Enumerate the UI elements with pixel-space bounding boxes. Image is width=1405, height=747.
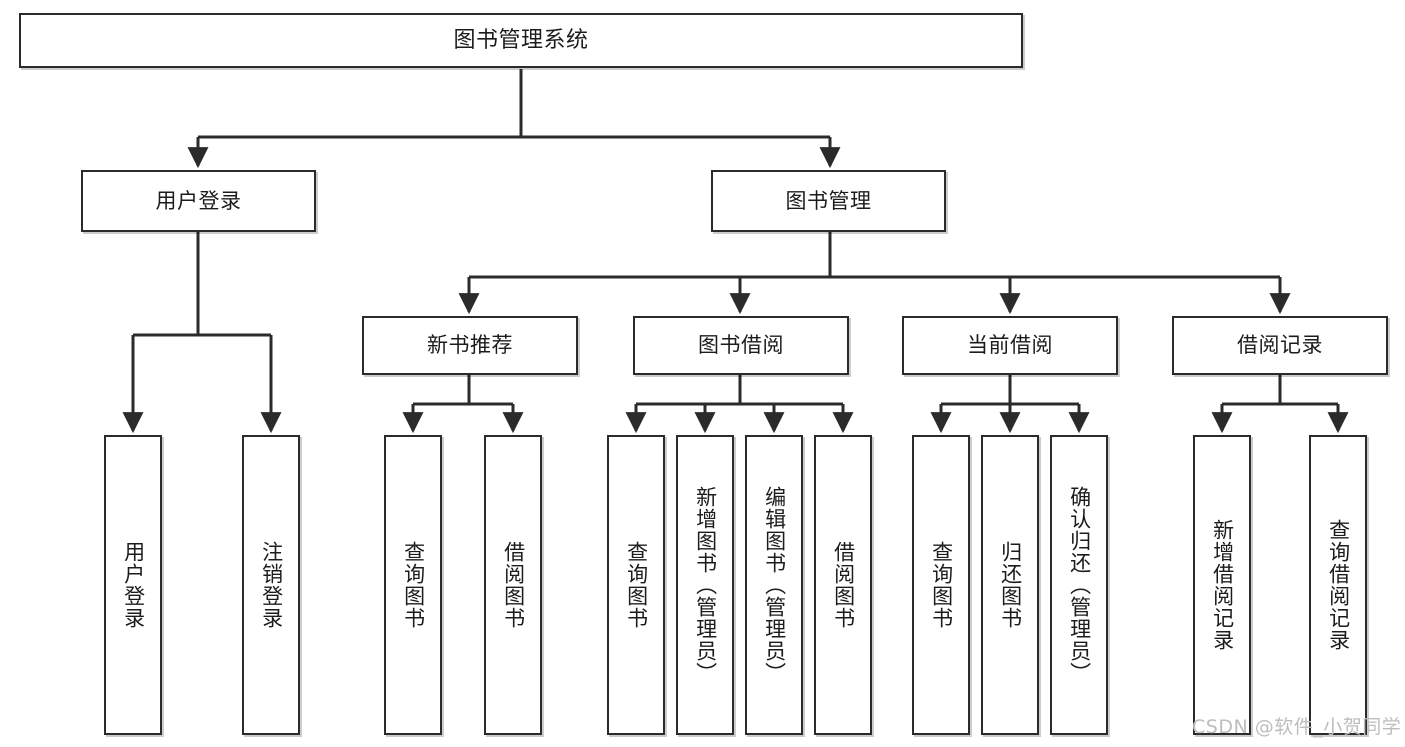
node-label: 图书管理 xyxy=(785,188,872,213)
node-leaf-edit-book[interactable]: 编辑图书（管理员） xyxy=(745,435,803,735)
node-new-book-recommend[interactable]: 新书推荐 xyxy=(362,316,578,375)
node-label: 归还图书 xyxy=(998,541,1023,629)
node-label: 编辑图书（管理员） xyxy=(762,486,787,684)
node-label: 当前借阅 xyxy=(967,333,1053,358)
node-label: 借阅记录 xyxy=(1237,333,1323,358)
node-leaf-user-logout[interactable]: 注销登录 xyxy=(242,435,300,735)
node-leaf-user-login[interactable]: 用户登录 xyxy=(104,435,162,735)
node-label: 新书推荐 xyxy=(427,333,513,358)
node-label: 图书管理系统 xyxy=(453,27,589,53)
node-label: 注销登录 xyxy=(259,541,284,629)
node-label: 新增借阅记录 xyxy=(1210,519,1235,651)
node-leaf-query-book-2[interactable]: 查询图书 xyxy=(607,435,665,735)
node-label: 查询图书 xyxy=(929,541,954,629)
node-leaf-add-book[interactable]: 新增图书（管理员） xyxy=(676,435,734,735)
node-label: 新增图书（管理员） xyxy=(693,486,718,684)
node-label: 借阅图书 xyxy=(831,541,856,629)
csdn-watermark: CSDN @软件_小贺同学 xyxy=(1192,716,1402,738)
node-book-manage[interactable]: 图书管理 xyxy=(711,170,946,232)
node-root-system[interactable]: 图书管理系统 xyxy=(19,13,1023,68)
node-label: 查询图书 xyxy=(401,541,426,629)
node-label: 用户登录 xyxy=(121,541,146,629)
node-leaf-add-record[interactable]: 新增借阅记录 xyxy=(1193,435,1251,735)
node-leaf-query-book-3[interactable]: 查询图书 xyxy=(912,435,970,735)
node-leaf-borrow-book-1[interactable]: 借阅图书 xyxy=(484,435,542,735)
node-label: 确认归还（管理员） xyxy=(1067,486,1092,684)
node-label: 用户登录 xyxy=(155,188,242,213)
node-label: 查询借阅记录 xyxy=(1326,519,1351,651)
node-borrow-record[interactable]: 借阅记录 xyxy=(1172,316,1388,375)
node-leaf-query-record[interactable]: 查询借阅记录 xyxy=(1309,435,1367,735)
node-leaf-return-book[interactable]: 归还图书 xyxy=(981,435,1039,735)
node-user-login[interactable]: 用户登录 xyxy=(81,170,316,232)
node-leaf-query-book-1[interactable]: 查询图书 xyxy=(384,435,442,735)
node-label: 借阅图书 xyxy=(501,541,526,629)
node-label: 图书借阅 xyxy=(698,333,784,358)
node-book-borrow[interactable]: 图书借阅 xyxy=(633,316,849,375)
node-leaf-confirm-return[interactable]: 确认归还（管理员） xyxy=(1050,435,1108,735)
node-label: 查询图书 xyxy=(624,541,649,629)
node-current-borrow[interactable]: 当前借阅 xyxy=(902,316,1118,375)
node-leaf-borrow-book-2[interactable]: 借阅图书 xyxy=(814,435,872,735)
